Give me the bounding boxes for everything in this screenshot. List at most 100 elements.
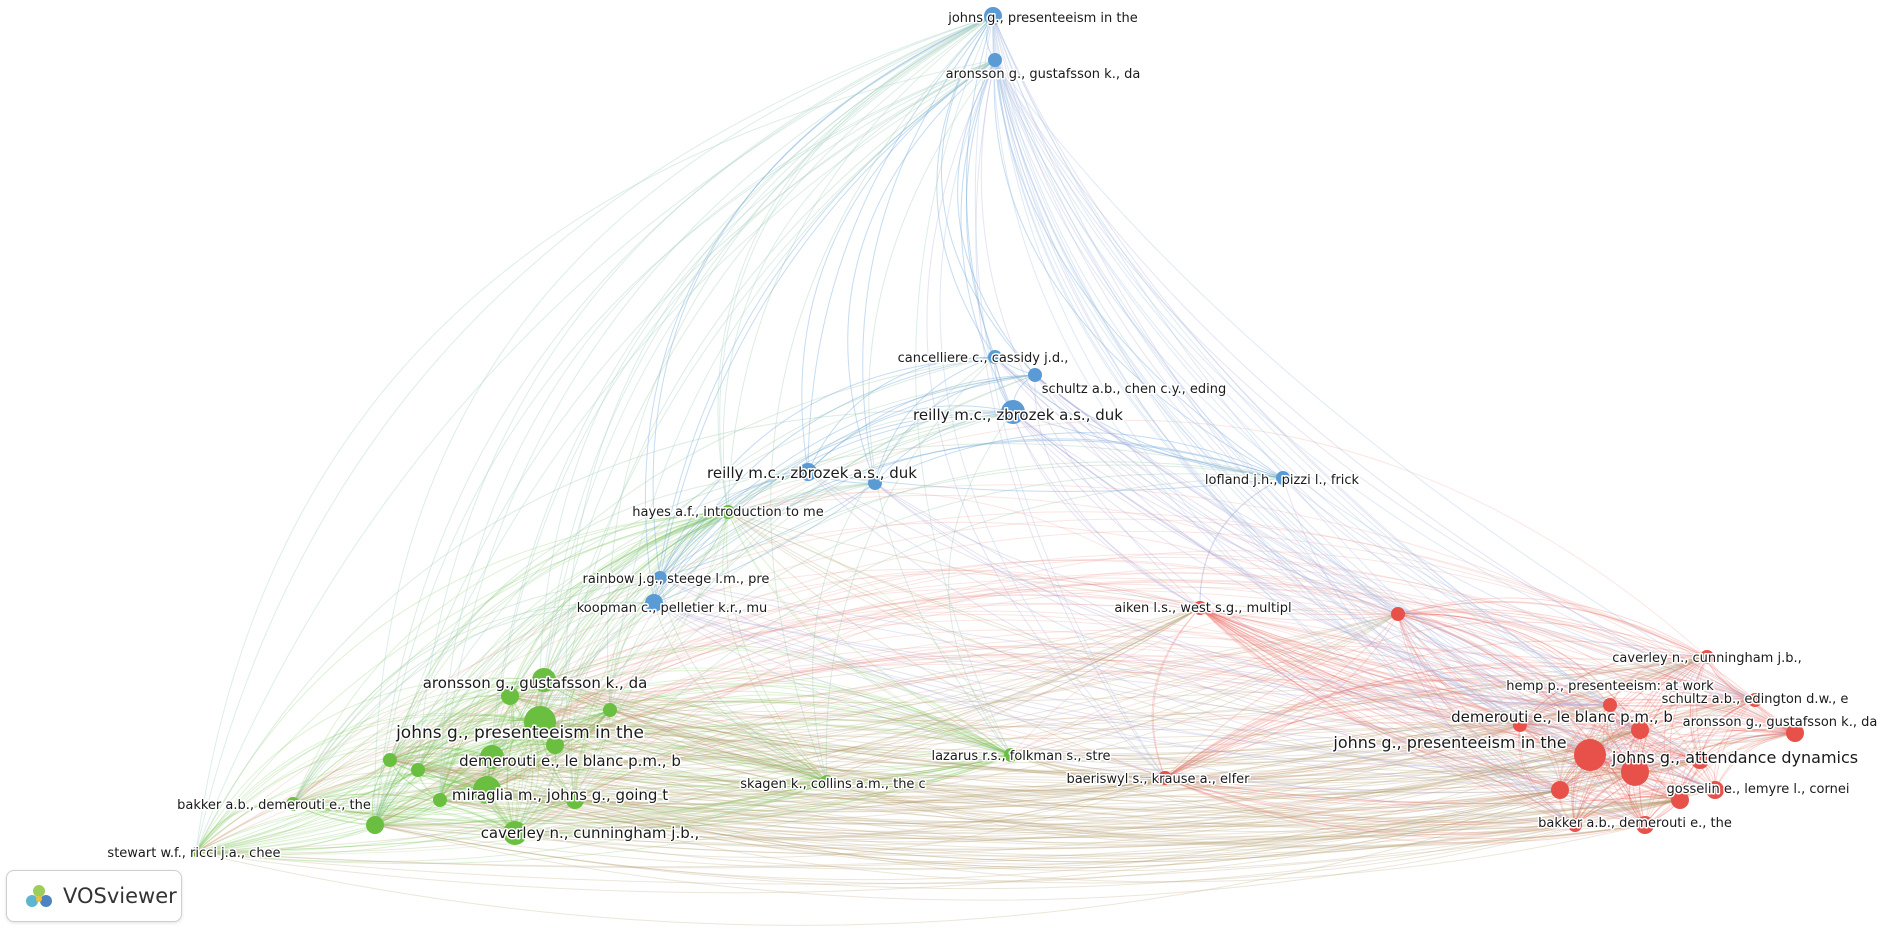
node-r7[interactable]	[1574, 739, 1606, 771]
node-label-r9[interactable]: baeriswyl s., krause a., elfer	[1065, 771, 1252, 789]
node-r10[interactable]	[1706, 781, 1724, 799]
citation-link	[439, 695, 511, 801]
node-g11[interactable]	[501, 687, 519, 705]
node-label-r10[interactable]: gosselin e., lemyre l., cornei	[1665, 781, 1851, 799]
node-g15[interactable]	[366, 816, 384, 834]
node-b4[interactable]	[1028, 368, 1042, 382]
citation-link	[554, 580, 1796, 746]
node-g1[interactable]	[721, 505, 735, 519]
node-b2[interactable]	[988, 53, 1002, 67]
citation-link	[574, 550, 1708, 801]
node-label-r6[interactable]: aronsson g., gustafsson k., da	[1681, 714, 1879, 732]
node-r16[interactable]	[1671, 791, 1689, 809]
node-g5[interactable]	[473, 776, 501, 804]
node-label-g9[interactable]: skagen k., collins a.m., the c	[739, 776, 927, 794]
citation-link	[574, 613, 1399, 805]
citation-link	[653, 602, 1701, 762]
node-g4[interactable]	[480, 745, 504, 769]
node-label-b5[interactable]: reilly m.c., zbrozek a.s., duk	[912, 405, 1125, 426]
node-label-r11[interactable]: bakker a.b., demerouti e., the	[1537, 815, 1734, 833]
node-b6[interactable]	[799, 463, 817, 481]
node-b1[interactable]	[984, 7, 1002, 25]
citation-link	[374, 788, 488, 826]
node-label-r4[interactable]: schultz a.b., edington d.w., e	[1660, 691, 1850, 709]
node-label-r5[interactable]: demerouti e., le blanc p.m., b	[1450, 707, 1675, 728]
node-b5[interactable]	[1001, 400, 1025, 424]
citation-link	[1706, 656, 1796, 734]
node-r14[interactable]	[1551, 781, 1569, 799]
citation-link	[653, 374, 1036, 604]
node-g12[interactable]	[546, 736, 564, 754]
node-label-r3[interactable]: hemp p., presenteeism: at work	[1505, 678, 1716, 696]
node-g18[interactable]	[566, 791, 584, 809]
node-label-g7[interactable]: bakker a.b., demerouti e., the	[176, 797, 373, 815]
node-g6[interactable]	[503, 821, 527, 845]
node-g8[interactable]	[191, 847, 201, 857]
citation-link	[509, 687, 828, 783]
node-label-g1[interactable]: hayes a.f., introduction to me	[631, 504, 825, 522]
node-b9[interactable]	[645, 594, 663, 612]
node-label-b1[interactable]: johns g., presenteeism in the	[946, 10, 1140, 28]
citation-link	[417, 701, 1012, 771]
node-g13[interactable]	[383, 753, 397, 767]
node-label-g8[interactable]: stewart w.f., ricci j.a., chee	[106, 845, 282, 863]
node-label-b3[interactable]: cancelliere c., cassidy j.d.,	[896, 350, 1070, 368]
node-label-r1[interactable]: aiken l.s., west s.g., multipl	[1113, 600, 1293, 618]
citation-link	[1559, 789, 1646, 826]
citation-link	[439, 695, 511, 801]
node-r5[interactable]	[1631, 721, 1649, 739]
node-label-g2[interactable]: aronsson g., gustafsson k., da	[421, 673, 649, 694]
node-r15[interactable]	[1513, 718, 1527, 732]
node-r13[interactable]	[1691, 751, 1709, 769]
node-b3[interactable]	[988, 350, 1002, 364]
citation-link	[574, 754, 1012, 813]
node-label-r7[interactable]: johns g., presenteeism in the	[1331, 732, 1568, 754]
node-g9[interactable]	[820, 775, 834, 789]
node-b10[interactable]	[868, 476, 882, 490]
citation-link	[1397, 613, 1636, 773]
node-label-b2[interactable]: aronsson g., gustafsson k., da	[944, 66, 1142, 84]
node-g17[interactable]	[603, 703, 617, 717]
vosviewer-logo-badge[interactable]: VOSviewer	[6, 870, 182, 922]
node-r6[interactable]	[1786, 724, 1804, 742]
node-g14[interactable]	[411, 763, 425, 777]
node-label-r2[interactable]: caverley n., cunningham j.b.,	[1611, 650, 1803, 668]
node-b7[interactable]	[1276, 471, 1290, 485]
node-g10[interactable]	[1004, 748, 1018, 762]
node-label-b9[interactable]: koopman c., pelletier k.r., mu	[575, 600, 769, 618]
citation-link	[509, 511, 729, 697]
node-g16[interactable]	[433, 793, 447, 807]
node-r12[interactable]	[1391, 607, 1405, 621]
node-r8[interactable]	[1621, 758, 1649, 786]
citation-link	[292, 721, 541, 805]
citation-link	[1397, 613, 1591, 756]
node-label-g5[interactable]: miraglia m., johns g., going t	[450, 785, 669, 806]
node-r2[interactable]	[1700, 650, 1714, 664]
node-g7[interactable]	[286, 797, 300, 811]
node-g3[interactable]	[524, 706, 556, 738]
node-label-b8[interactable]: rainbow j.g., steege l.m., pre	[581, 571, 771, 589]
citation-link	[374, 785, 488, 826]
node-r4[interactable]	[1748, 693, 1762, 707]
node-label-b4[interactable]: schultz a.b., chen c.y., eding	[1040, 381, 1227, 399]
citation-link	[439, 799, 576, 805]
node-r11[interactable]	[1636, 816, 1654, 834]
node-label-b7[interactable]: lofland j.h., pizzi l., frick	[1203, 472, 1361, 490]
node-label-g10[interactable]: lazarus r.s., folkman s., stre	[930, 748, 1112, 766]
citation-link	[195, 781, 828, 863]
node-label-g3[interactable]: johns g., presenteeism in the	[394, 722, 646, 745]
citation-link	[539, 645, 1561, 791]
node-label-b6[interactable]: reilly m.c., zbrozek a.s., duk	[706, 463, 919, 484]
node-g2[interactable]	[532, 668, 556, 692]
node-r17[interactable]	[1568, 818, 1582, 832]
citation-link	[727, 419, 1708, 658]
node-label-g6[interactable]: caverley n., cunningham j.b.,	[479, 823, 701, 844]
node-r3[interactable]	[1603, 698, 1617, 712]
node-r9[interactable]	[1158, 771, 1172, 785]
node-label-g4[interactable]: demerouti e., le blanc p.m., b	[458, 751, 683, 772]
node-r1[interactable]	[1193, 601, 1207, 615]
citation-link	[417, 709, 611, 771]
node-b8[interactable]	[653, 571, 667, 585]
node-label-r8[interactable]: johns g., attendance dynamics	[1609, 747, 1859, 769]
